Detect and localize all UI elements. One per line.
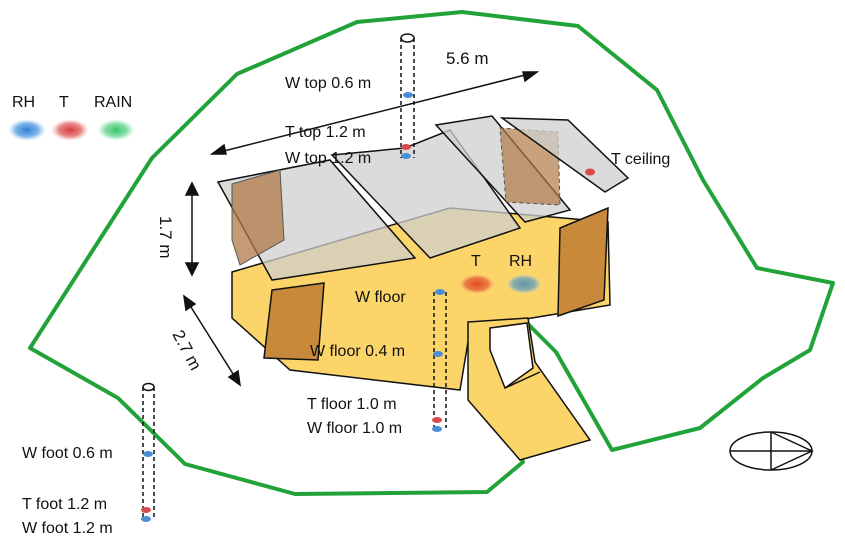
floor-sensor-mast bbox=[432, 289, 447, 432]
label-w-floor-10: W floor 1.0 m bbox=[307, 420, 402, 437]
legend: RH T RAIN bbox=[8, 94, 135, 141]
label-t-ceiling: T ceiling bbox=[611, 151, 670, 168]
sensor-w-foot-12 bbox=[141, 516, 151, 522]
compass-icon bbox=[729, 431, 814, 471]
label-t-indoor: T bbox=[471, 253, 481, 270]
sensor-w-top-06 bbox=[403, 92, 413, 98]
legend-rain-swatch bbox=[97, 119, 135, 141]
dim-length-label: 5.6 m bbox=[446, 49, 489, 68]
legend-rh-swatch bbox=[8, 119, 46, 141]
dim-depth-label: 2.7 m bbox=[168, 327, 205, 373]
sensor-w-floor bbox=[435, 289, 445, 295]
label-w-floor-04: W floor 0.4 m bbox=[310, 343, 405, 360]
sensor-w-floor-10 bbox=[432, 426, 442, 432]
entrance-door bbox=[489, 322, 534, 390]
dim-height-arrow bbox=[184, 181, 200, 277]
dim-length-arrow bbox=[209, 71, 540, 155]
label-w-top-12: W top 1.2 m bbox=[285, 150, 371, 167]
legend-t-swatch bbox=[51, 119, 89, 141]
label-w-top-06: W top 0.6 m bbox=[285, 75, 371, 92]
sensor-t-indoor bbox=[459, 274, 495, 294]
label-w-floor: W floor bbox=[355, 289, 406, 306]
sensor-t-foot-12 bbox=[141, 507, 151, 513]
window-right bbox=[557, 206, 609, 318]
top-sensor-mast bbox=[400, 33, 415, 159]
sensor-w-foot-06 bbox=[143, 451, 153, 457]
ramp-edge bbox=[504, 371, 541, 389]
label-t-top-12: T top 1.2 m bbox=[285, 124, 366, 141]
sensor-rh-indoor bbox=[506, 274, 542, 294]
legend-t-label: T bbox=[59, 94, 69, 111]
roof-window-1 bbox=[231, 169, 285, 266]
sensor-t-top-12 bbox=[401, 144, 411, 150]
label-t-foot-12: T foot 1.2 m bbox=[22, 496, 107, 513]
window-left bbox=[263, 282, 325, 361]
dim-depth-arrow bbox=[183, 294, 241, 387]
sensor-w-top-12 bbox=[401, 153, 411, 159]
label-w-foot-06: W foot 0.6 m bbox=[22, 445, 113, 462]
legend-rh-label: RH bbox=[12, 94, 35, 111]
site-boundary bbox=[28, 10, 835, 496]
dim-height-label: 1.7 m bbox=[156, 216, 175, 259]
sensor-t-floor-10 bbox=[432, 417, 442, 423]
sensor-t-ceiling bbox=[585, 168, 595, 176]
label-w-foot-12: W foot 1.2 m bbox=[22, 520, 113, 537]
label-t-floor-10: T floor 1.0 m bbox=[307, 396, 397, 413]
legend-rain-label: RAIN bbox=[94, 94, 132, 111]
foot-sensor-mast bbox=[141, 382, 155, 522]
label-rh-indoor: RH bbox=[509, 253, 532, 270]
sensor-w-floor-04 bbox=[433, 351, 443, 357]
roof-panel-4 bbox=[499, 117, 630, 193]
